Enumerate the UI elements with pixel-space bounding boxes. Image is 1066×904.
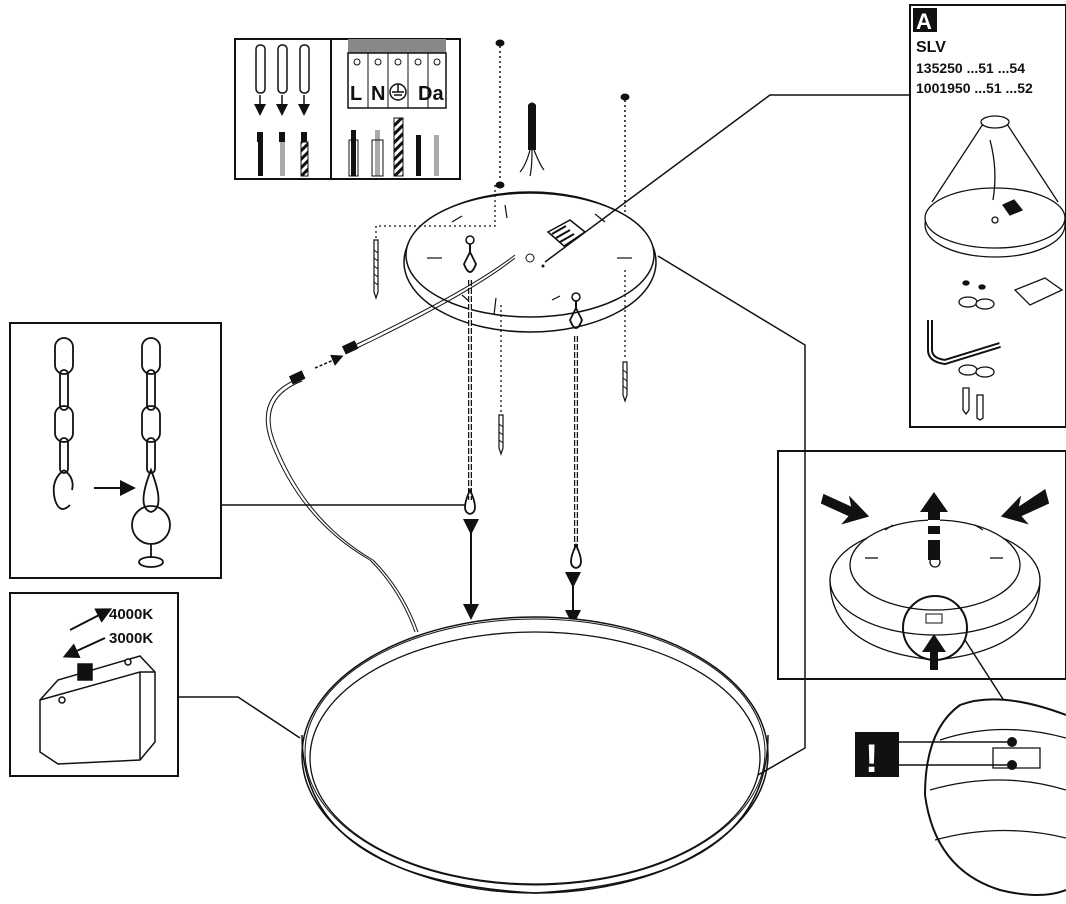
magnifier-circle <box>902 595 968 670</box>
power-cable <box>265 254 516 633</box>
variant-line-1: 135250 ...51 ...54 <box>916 60 1025 76</box>
ceiling-plate <box>403 191 657 333</box>
terminal-block: L N Da <box>347 39 447 109</box>
wiring-inset: L N Da <box>234 38 461 180</box>
terminal-n-label: N <box>371 83 385 105</box>
release-detail-inset <box>777 450 1066 711</box>
wire-sleeves <box>254 44 310 116</box>
height-arrows <box>463 519 581 626</box>
push-arrow-left <box>820 493 870 525</box>
mounting-screws <box>373 185 628 456</box>
lift-arrow-up <box>920 492 948 560</box>
ceiling-screws <box>495 39 630 260</box>
ground-icon <box>389 83 407 101</box>
luminaire <box>301 616 769 894</box>
variant-brand: SLV <box>916 39 946 56</box>
chain-left <box>463 249 477 515</box>
luminaire-side-icon <box>829 519 1041 661</box>
terminal-da-label: Da <box>418 83 444 105</box>
variant-a-inset: A SLV 135250 ...51 ...54 1001950 ...51 .… <box>544 4 1066 428</box>
variant-letter: A <box>916 9 932 34</box>
wire-ends-right <box>348 117 439 177</box>
warning-detail: ! <box>855 698 1066 896</box>
pendant-lamp-icon <box>924 115 1066 258</box>
mains-cable <box>519 102 545 177</box>
variant-hardware-icon <box>927 277 1064 421</box>
chain-detail-inset <box>9 322 466 579</box>
callout-line <box>657 255 806 776</box>
push-arrow-right <box>1000 489 1050 525</box>
wire-ends-left <box>257 132 309 177</box>
warning-symbol: ! <box>865 737 878 781</box>
cct-switch-inset: 4000K 3000K <box>9 592 301 777</box>
inline-connector <box>288 340 359 385</box>
terminal-l-label: L <box>350 83 362 105</box>
cct-4000k-label: 4000K <box>109 606 153 623</box>
driver-box-icon <box>39 655 156 765</box>
chain-right <box>569 305 583 569</box>
variant-line-2: 1001950 ...51 ...52 <box>916 80 1033 96</box>
cct-3000k-label: 3000K <box>109 630 153 647</box>
